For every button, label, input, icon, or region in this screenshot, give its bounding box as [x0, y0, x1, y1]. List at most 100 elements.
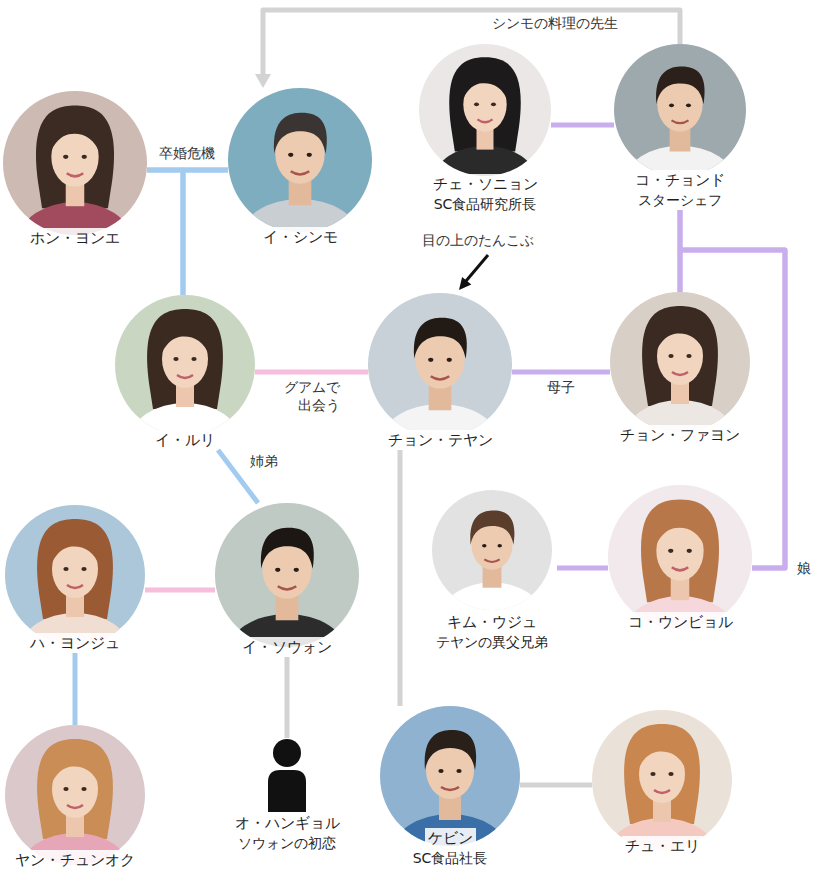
portrait-figure — [608, 724, 716, 882]
person-node: イ・シンモ — [228, 88, 372, 247]
person-node: チョン・テヤン — [368, 293, 512, 450]
person-name: イ・ルリ — [152, 430, 218, 450]
portrait-space — [450, 706, 451, 828]
portrait-space — [75, 725, 76, 850]
relation-line — [551, 123, 614, 128]
portrait — [432, 490, 552, 648]
note-label: 目の上のたんこぶ — [420, 231, 536, 249]
portrait-figure — [392, 730, 508, 882]
relation-line — [285, 657, 290, 738]
portrait-space — [75, 91, 76, 228]
relation-line — [255, 370, 368, 375]
portrait-space — [485, 44, 486, 174]
person-role: SC食品社長 — [410, 848, 491, 868]
arrow-head — [255, 74, 271, 88]
person-name: キム・ウジュ — [444, 612, 540, 632]
person-node: チュ・エリ — [592, 710, 732, 856]
relation-line — [678, 210, 683, 292]
portrait-space — [440, 293, 441, 430]
person-node: キム・ウジュテヤンの異父兄弟 — [427, 490, 557, 652]
person-node: チェ・ソニョンSC食品研究所長 — [419, 44, 551, 214]
portrait — [3, 91, 147, 276]
relation-label: シンモの料理の先生 — [490, 14, 620, 32]
person-name: ケビン — [425, 828, 476, 848]
portrait-space — [287, 738, 288, 813]
portrait-figure — [625, 67, 734, 218]
portrait-space — [300, 88, 301, 227]
portrait-figure — [19, 105, 130, 276]
portrait-space — [680, 44, 681, 170]
relation-line — [557, 566, 608, 571]
relation-line — [263, 10, 680, 76]
person-name: コ・チョンド — [632, 170, 728, 190]
portrait-figure — [131, 309, 239, 475]
leader-line — [466, 255, 488, 281]
person-node: イ・ルリ — [115, 295, 255, 450]
portrait — [610, 292, 750, 472]
leader-head — [459, 277, 471, 290]
person-node: コ・ウンビョル — [608, 485, 752, 632]
portrait-space — [492, 490, 493, 612]
portrait — [614, 44, 746, 218]
person-role: スターシェフ — [635, 190, 725, 210]
person-name: イ・ソウォン — [239, 637, 335, 657]
portrait — [228, 88, 372, 277]
portrait — [115, 295, 255, 475]
relation-line — [520, 783, 592, 788]
icon-body — [268, 770, 306, 812]
person-node: コ・チョンドスターシェフ — [614, 44, 746, 210]
relation-line — [680, 250, 785, 568]
person-node: オ・ハンギョルソウォンの初恋 — [232, 738, 342, 853]
person-node: ヤン・チュンオク — [5, 725, 145, 870]
person-name: チョン・テヤン — [385, 430, 496, 450]
person-name: ホン・ヨンエ — [27, 228, 123, 248]
person-name: イ・シンモ — [260, 227, 341, 247]
person-node: ケビンSC食品社長 — [380, 706, 520, 868]
portrait-space — [75, 505, 76, 633]
relation-label: 娘 — [795, 559, 813, 577]
portrait-space — [680, 292, 681, 425]
portrait-figure — [624, 499, 735, 670]
portrait — [592, 710, 732, 882]
person-role: SC食品研究所長 — [431, 194, 540, 214]
portrait-space — [662, 710, 663, 836]
person-node: チョン・ファヨン — [610, 292, 750, 445]
person-role: ソウォンの初恋 — [235, 833, 339, 853]
relation-line — [680, 210, 785, 568]
portrait-space — [185, 295, 186, 430]
portrait — [368, 293, 512, 482]
person-node: イ・ソウォン — [215, 503, 359, 657]
person-node: ハ・ヨンジュ — [5, 505, 145, 653]
person-name: チョン・ファヨン — [617, 425, 743, 445]
person-name: ハ・ヨンジュ — [27, 633, 123, 653]
portrait-figure — [240, 113, 359, 278]
relation-label: グアムで 出会う — [266, 378, 342, 414]
relation-label: 姉弟 — [248, 452, 280, 470]
relation-line — [183, 170, 228, 295]
portrait-figure — [626, 306, 734, 472]
relation-line — [73, 653, 78, 725]
relation-line — [147, 168, 228, 173]
person-icon — [268, 739, 306, 812]
portrait-space — [680, 485, 681, 612]
person-name: チュ・エリ — [622, 836, 703, 856]
relation-line — [147, 170, 183, 295]
person-name: ヤン・チュンオク — [12, 850, 138, 870]
portrait — [380, 706, 520, 882]
person-name: チェ・ソニョン — [430, 174, 541, 194]
portrait-space — [287, 503, 288, 637]
portrait — [5, 725, 145, 882]
relation-label: 母子 — [545, 378, 577, 396]
portrait-figure — [442, 511, 541, 648]
relation-label: 卒婚危機 — [157, 144, 217, 162]
relation-line — [398, 450, 403, 706]
icon-head — [273, 739, 301, 767]
leader-arrow — [459, 255, 488, 290]
person-role: テヤンの異父兄弟 — [433, 632, 551, 652]
person-name: コ・ウンビョル — [625, 612, 736, 632]
person-name: オ・ハンギョル — [232, 813, 343, 833]
relation-line — [512, 370, 610, 375]
portrait — [419, 44, 551, 214]
